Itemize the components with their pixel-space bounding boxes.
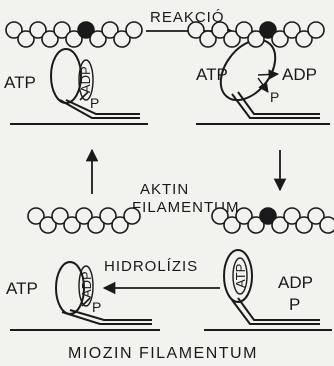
reaction-label: REAKCIÓ bbox=[150, 9, 225, 26]
myosin-neck bbox=[62, 312, 152, 324]
phosphate-label: P bbox=[270, 89, 279, 105]
actin-monomer bbox=[320, 217, 334, 233]
actin-label-line1: AKTIN bbox=[140, 181, 189, 198]
adp-label: ADP bbox=[78, 66, 93, 93]
adp-label: ADP bbox=[278, 273, 313, 292]
phosphate-label: P bbox=[92, 299, 101, 315]
atp-label: ATP bbox=[196, 65, 228, 84]
atp-label-inner: ATP bbox=[233, 264, 248, 288]
myosin-head bbox=[51, 49, 81, 103]
phosphate-label: P bbox=[90, 95, 99, 111]
adp-label: ADP bbox=[282, 65, 317, 84]
atp-label: ATP bbox=[4, 73, 36, 92]
adp-label: ADP bbox=[79, 271, 94, 298]
hydrolysis-step: HIDROLÍZIS bbox=[104, 258, 220, 288]
panel-top-left: ADP ATP P bbox=[4, 49, 148, 124]
actin-monomer bbox=[126, 22, 142, 38]
panel-bottom-right: ATP ADP P bbox=[204, 250, 332, 330]
phosphate-label: P bbox=[289, 295, 300, 314]
myosin-label: MIOZIN FILAMENTUM bbox=[68, 345, 258, 362]
actin-monomer bbox=[124, 208, 140, 224]
atp-label: ATP bbox=[6, 279, 38, 298]
hydrolysis-label: HIDROLÍZIS bbox=[104, 258, 198, 275]
actin-monomer bbox=[308, 22, 324, 38]
